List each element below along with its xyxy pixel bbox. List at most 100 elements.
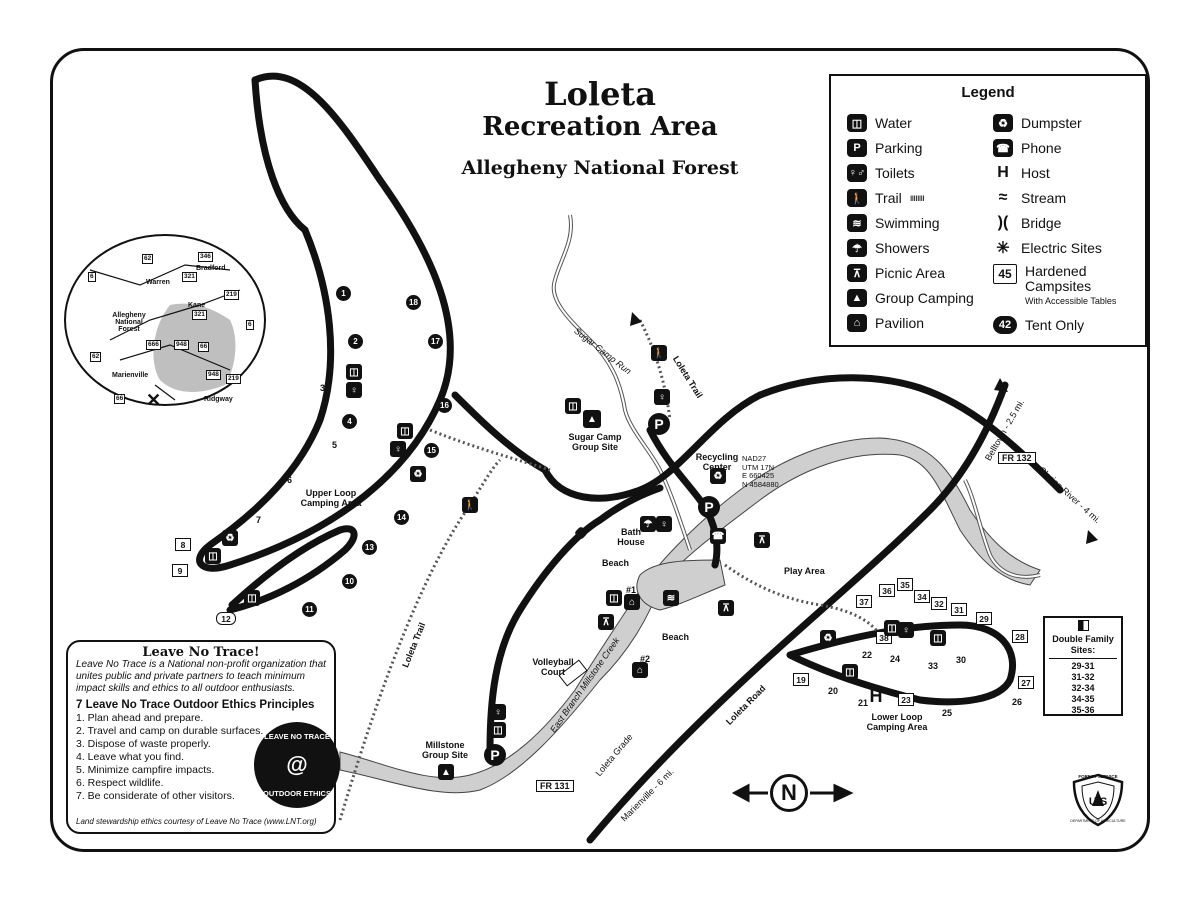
- legend-water: ◫Water: [847, 114, 912, 132]
- water-icon: ◫: [244, 590, 260, 606]
- water-icon: ◫: [884, 620, 900, 636]
- legend-phone: ☎Phone: [993, 139, 1061, 157]
- upper-loop-outer: [196, 72, 454, 572]
- legend-swimming: ≋Swimming: [847, 214, 940, 232]
- site-17: 17: [428, 334, 443, 349]
- site-21: 21: [858, 698, 869, 708]
- toilets-icon: ♀: [390, 441, 406, 457]
- site-13: 13: [362, 540, 377, 555]
- upper-loop-south: [226, 525, 358, 614]
- site-18: 18: [406, 295, 421, 310]
- loleta-trail-north: [638, 319, 672, 421]
- legend-toilets: ♀♂Toilets: [847, 164, 915, 182]
- lnt-credit: Land stewardship ethics courtesy of Leav…: [76, 817, 317, 826]
- beach-label-2: Beach: [662, 632, 690, 642]
- host-icon: H: [869, 685, 883, 706]
- minimap-forest: Allegheny National Forest: [112, 312, 146, 333]
- water-icon: ◫: [930, 630, 946, 646]
- water-icon: ◫: [205, 548, 221, 564]
- minimap-kane: Kane: [188, 302, 206, 309]
- group-camping-icon: ▲: [438, 764, 454, 780]
- route-948-sign: 948: [174, 340, 189, 350]
- pavilion-icon: ⌂: [847, 314, 867, 332]
- site-36: 36: [879, 584, 895, 597]
- legend-electric: ✳Electric Sites: [993, 239, 1102, 257]
- pavilion-icon: ⌂: [632, 662, 648, 678]
- site-25: 25: [942, 708, 953, 718]
- beach-label-1: Beach: [602, 558, 630, 568]
- sugar-camp-run-stream: [551, 214, 692, 551]
- north-arrow: N: [770, 774, 808, 812]
- lnt-principle: 1. Plan ahead and prepare.: [76, 712, 204, 724]
- dumpster-icon: ♻: [993, 114, 1013, 132]
- site-33: 33: [928, 661, 939, 671]
- route-666-sign: 666: [146, 340, 161, 350]
- site-15: 15: [424, 443, 439, 458]
- toilets-icon: ♀: [654, 389, 670, 405]
- water-icon: ◫: [346, 364, 362, 380]
- site-28: 28: [1012, 630, 1028, 643]
- site-9: 9: [172, 564, 188, 577]
- site-2: 2: [348, 334, 363, 349]
- site-1: 1: [336, 286, 351, 301]
- site-23: 23: [898, 693, 914, 706]
- toilets-icon: ♀: [656, 516, 672, 532]
- legend-group-camping: ▲Group Camping: [847, 289, 974, 307]
- route-62-south-sign: 62: [90, 352, 102, 362]
- swimming-icon: ≋: [663, 590, 679, 606]
- phone-icon: ☎: [710, 528, 726, 544]
- site-14: 14: [394, 510, 409, 525]
- site-27: 27: [1018, 676, 1034, 689]
- trail-line-icon: ıııııııı: [909, 192, 925, 204]
- trail-icon: 🚶: [462, 497, 478, 513]
- water-icon: ◫: [847, 114, 867, 132]
- route-66-south-sign: 66: [114, 394, 126, 404]
- site-24: 24: [890, 654, 901, 664]
- loleta-road: [586, 381, 1009, 844]
- double-family-icon: [1077, 620, 1089, 631]
- electric-sites-icon: ✳: [996, 240, 1010, 257]
- map-frame: [50, 48, 1150, 852]
- picnic-area-icon: ⊼: [718, 600, 734, 616]
- route-321-sign: 321: [182, 272, 197, 282]
- upper-loop-label: Upper Loop Camping Area: [300, 488, 362, 508]
- site-34: 34: [914, 590, 930, 603]
- lnt-principle: 6. Respect wildlife.: [76, 777, 164, 789]
- water-icon: ◫: [397, 423, 413, 439]
- group-camping-icon: ▲: [583, 410, 601, 428]
- tent-only-icon: 42: [993, 316, 1017, 334]
- fr131-sign: FR 131: [536, 780, 574, 792]
- host-icon: H: [997, 164, 1009, 181]
- route-6-east-sign: 6: [246, 320, 254, 330]
- parking-icon: P: [484, 744, 506, 766]
- route-346-sign: 346: [198, 252, 213, 262]
- site-26: 26: [1012, 697, 1023, 707]
- water-icon: ◫: [606, 590, 622, 606]
- lnt-intro: Leave No Trace is a National non-profit …: [76, 659, 326, 694]
- water-icon: ◫: [490, 722, 506, 738]
- site-22: 22: [862, 650, 873, 660]
- site-19: 19: [793, 673, 809, 686]
- picnic-area-icon: ⊼: [598, 614, 614, 630]
- lnt-principles-heading: 7 Leave No Trace Outdoor Ethics Principl…: [76, 699, 315, 711]
- swimming-icon: ≋: [847, 214, 867, 232]
- trails: [338, 319, 882, 821]
- water-icon: ◫: [842, 664, 858, 680]
- showers-icon: ☂: [847, 239, 867, 257]
- water-icon: ◫: [565, 398, 581, 414]
- site-31: 31: [951, 603, 967, 616]
- site-10: 10: [342, 574, 357, 589]
- lnt-principle: 2. Travel and camp on durable surfaces.: [76, 725, 264, 737]
- dumpster-icon: ♻: [222, 530, 238, 546]
- coordinates-label: NAD27 UTM 17N E 660425 N 4584880: [742, 454, 779, 489]
- phone-icon: ☎: [993, 139, 1013, 157]
- play-area-label: Play Area: [784, 566, 825, 576]
- route-6-sign: 6: [88, 272, 96, 282]
- legend-dumpster: ♻Dumpster: [993, 114, 1082, 132]
- lnt-principle: 7. Be considerate of other visitors.: [76, 790, 235, 802]
- route-321-south-sign: 321: [192, 310, 207, 320]
